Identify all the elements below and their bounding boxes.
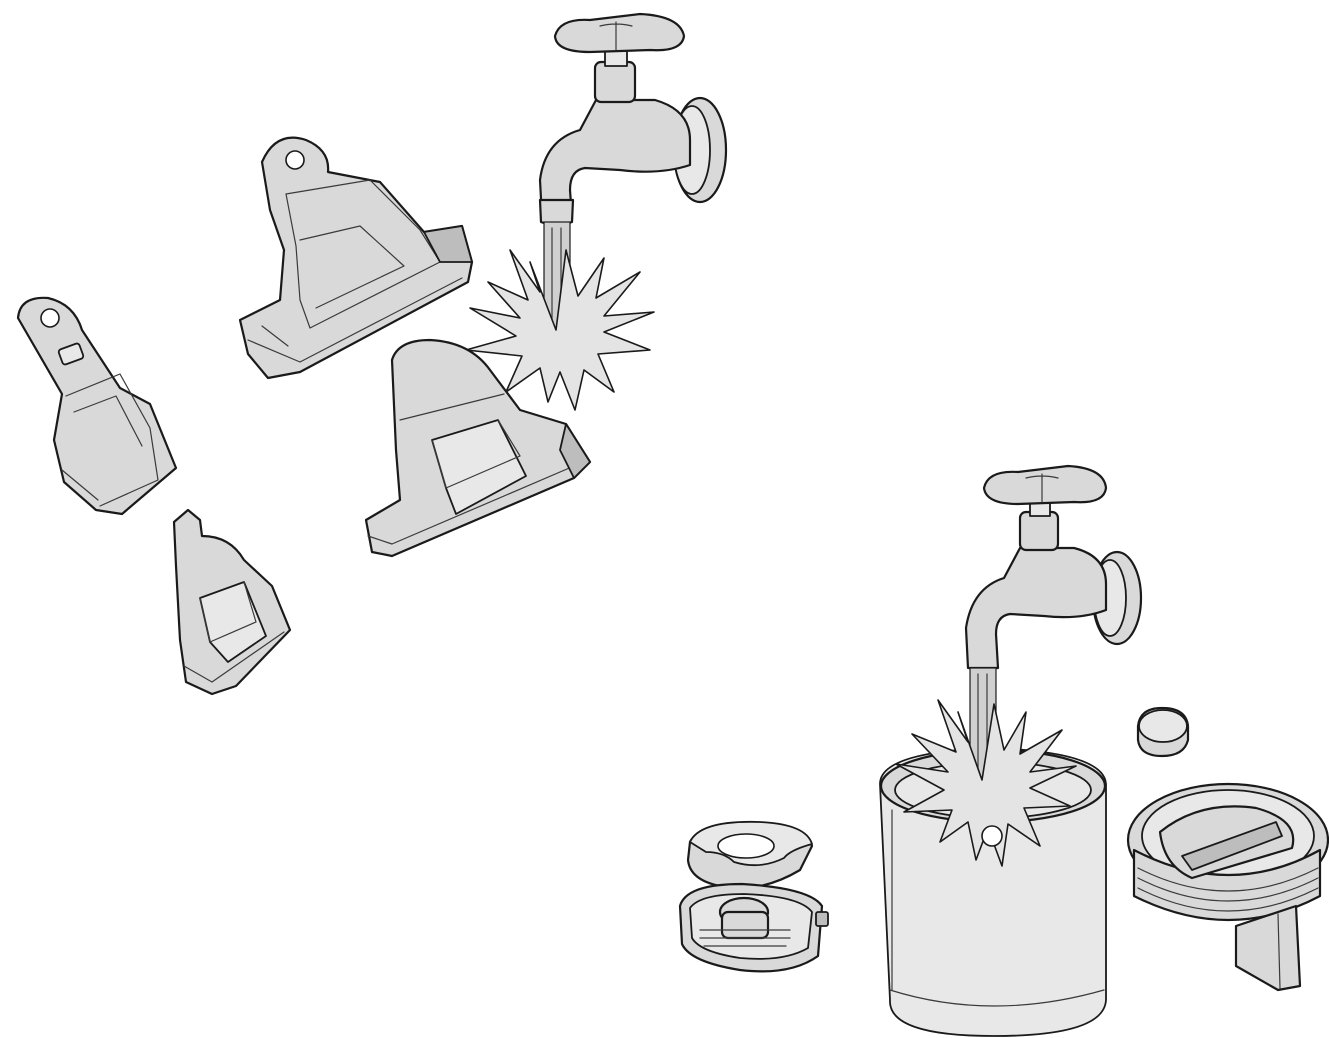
round-plug bbox=[1138, 708, 1188, 756]
cyclone-cap bbox=[1128, 784, 1328, 990]
faucet-stem bbox=[595, 62, 635, 102]
faucet-stem bbox=[1020, 512, 1058, 550]
faucet-top-left bbox=[540, 14, 726, 225]
filter-basket bbox=[680, 884, 828, 971]
faucet-handle bbox=[984, 466, 1106, 504]
faucet-bottom-right bbox=[966, 466, 1141, 668]
small-nozzle bbox=[174, 510, 290, 694]
filter-lid bbox=[688, 822, 812, 888]
faucet-handle bbox=[555, 14, 684, 52]
crevice-nozzle bbox=[18, 298, 176, 514]
faucet-body bbox=[966, 548, 1106, 668]
